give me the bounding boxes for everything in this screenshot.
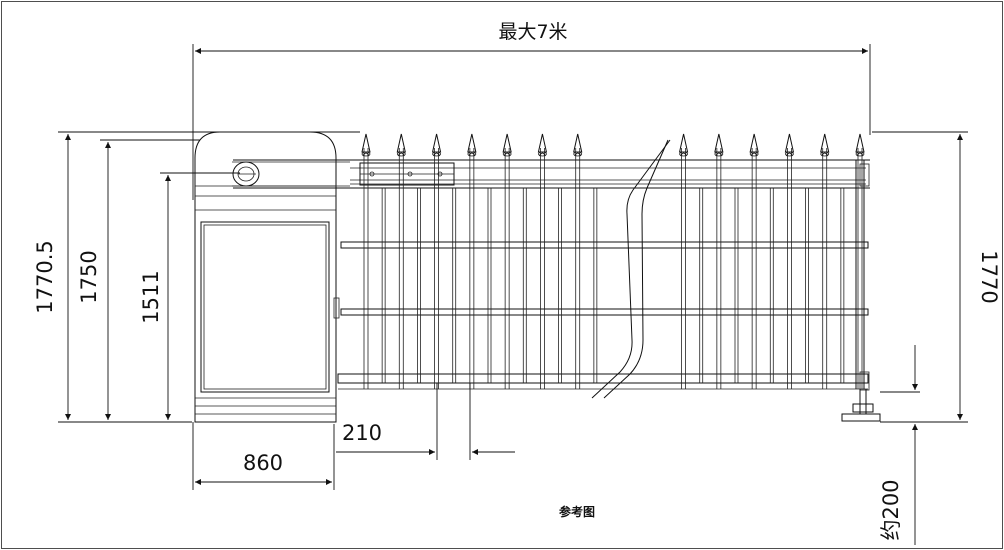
overall-width-dimension: 最大7米 [192, 21, 871, 200]
gate-cabinet [194, 131, 340, 423]
caption: 参考图 [559, 504, 595, 519]
overall-width-label: 最大7米 [498, 21, 567, 43]
spike [678, 133, 689, 389]
spike [855, 133, 865, 389]
rail-upper [340, 241, 869, 249]
spike [431, 133, 442, 389]
fence-structure [232, 133, 881, 422]
fence-spikes [361, 133, 865, 389]
bottom-dimensions: 860 210 约200 [192, 345, 920, 545]
left-dimensions: 1770.5 1750 1511 [33, 131, 360, 423]
spike [784, 133, 795, 389]
spike [467, 133, 477, 389]
dim-label-beam: 1511 [139, 270, 163, 323]
break-line-symbol [591, 139, 671, 399]
support-foot [841, 389, 881, 422]
rail-bottom [337, 373, 869, 384]
spike [573, 133, 583, 389]
dim-label-spacing: 210 [342, 421, 382, 445]
spike [396, 133, 406, 389]
spike [820, 133, 830, 389]
cabinet-door-panel [200, 221, 330, 393]
spike [537, 133, 548, 389]
dim-label-total: 1770.5 [33, 240, 57, 313]
dim-label-right: 1770 [977, 250, 1001, 303]
spike [361, 133, 371, 389]
right-dimension: 1770 [872, 131, 1001, 423]
dim-label-fence: 1750 [77, 250, 101, 303]
dim-label-ground-clearance: 约200 [879, 479, 903, 540]
fence-uprights [381, 188, 845, 383]
spike [502, 133, 512, 389]
dim-label-cabinet-width: 860 [243, 451, 283, 475]
rail-middle [340, 308, 869, 316]
spike [714, 133, 724, 389]
pulley-wheel [232, 161, 260, 187]
spike [749, 133, 759, 389]
